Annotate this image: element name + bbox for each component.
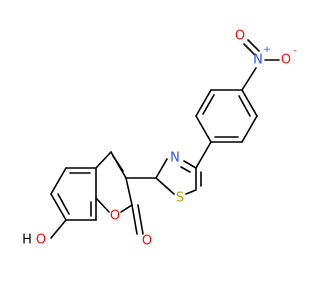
charge-plus: + bbox=[263, 45, 271, 55]
atom-thiazole-n: N bbox=[170, 151, 180, 166]
bond-c2-oxo-b bbox=[137, 204, 144, 235]
bond-ph-6 bbox=[241, 89, 258, 117]
bonds bbox=[50, 39, 280, 239]
bond-ph-thiazole bbox=[195, 141, 212, 169]
bond-n-c2 bbox=[155, 158, 168, 179]
atom-hydroxyl-o: O bbox=[36, 233, 46, 248]
structure-canvas: N + O O - N S H O O O bbox=[22, 29, 297, 249]
bond-n-o-double-a bbox=[247, 39, 260, 52]
bond-c2-s bbox=[155, 177, 175, 195]
bond-s-c5 bbox=[185, 189, 197, 195]
atom-hydroxyl-h: H bbox=[22, 233, 32, 248]
molecule-drawing: N + O O - N S H O O O bbox=[22, 29, 297, 249]
bond-bz-3 bbox=[50, 193, 67, 221]
atom-nitro-o-top: O bbox=[235, 29, 245, 44]
atom-nitro-n: N bbox=[253, 53, 263, 68]
bond-ph-2 bbox=[195, 89, 212, 117]
bond-c2-oxo-a bbox=[131, 204, 138, 235]
atom-labels: N + O O - N S H O O O bbox=[22, 29, 297, 249]
bond-ph-3 bbox=[195, 115, 212, 143]
atom-ring-o: O bbox=[110, 209, 120, 224]
bond-o1-c2 bbox=[120, 204, 133, 213]
bond-c4-n bbox=[183, 160, 197, 169]
atom-carbonyl-o: O bbox=[142, 234, 152, 249]
charge-minus: - bbox=[293, 46, 296, 56]
bond-ph-5 bbox=[241, 115, 258, 143]
bond-ph-inner-1 bbox=[202, 94, 215, 115]
atom-nitro-o-right: O bbox=[281, 53, 291, 68]
atom-thiazole-s: S bbox=[176, 191, 184, 206]
bond-c8a-o1 bbox=[95, 197, 110, 213]
bond-ph-inner-3 bbox=[238, 95, 251, 117]
bond-bz-inner-2 bbox=[57, 193, 70, 215]
bond-c2-c3 bbox=[125, 177, 133, 206]
bond-c4-c4a bbox=[95, 151, 112, 169]
bond-c4-n-inner bbox=[180, 166, 191, 173]
bond-bz-2 bbox=[50, 167, 67, 195]
bond-c7-oh bbox=[50, 219, 67, 239]
bond-aryl-nitro bbox=[241, 67, 257, 91]
bond-n-o-double-b bbox=[243, 43, 256, 56]
bond-c3-c4-inner bbox=[112, 155, 124, 172]
